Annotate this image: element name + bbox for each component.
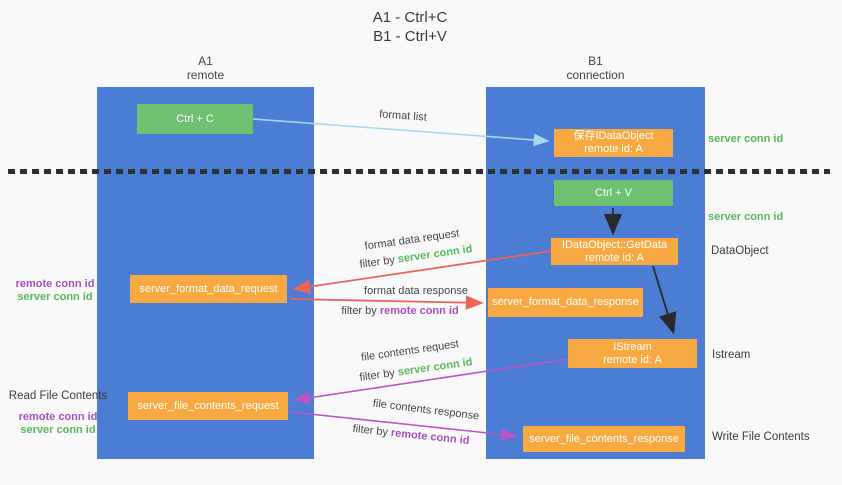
format-data-response-label: format data response <box>364 285 468 297</box>
remote-conn-id-left-2: remote conn id <box>18 411 98 423</box>
left-conn-id-group-2: Read File Contents remote conn id server… <box>0 390 116 437</box>
arrow-format-data-response <box>289 295 484 310</box>
server-format-data-request-box: server_format_data_request <box>130 275 287 303</box>
server-conn-id-right-2: server conn id <box>708 211 784 223</box>
filter-by-remote-conn-id-label-1: filter by remote conn id <box>341 305 458 317</box>
server-conn-id-text: server conn id <box>397 356 474 379</box>
remote-conn-id-text: remote conn id <box>390 426 470 448</box>
server-conn-id-left-1: server conn id <box>17 291 93 303</box>
server-format-data-request-label: server_format_data_request <box>139 282 278 295</box>
ctrl-c-box: Ctrl + C <box>137 104 253 134</box>
column-header-a1: A1 remote <box>97 54 314 82</box>
filter-by-text: filter by <box>341 305 377 317</box>
filter-by-remote-conn-id-label-2: filter by remote conn id <box>352 423 470 447</box>
phase-divider-dashed-line <box>8 169 830 174</box>
istream-line1: IStream <box>613 340 652 353</box>
filter-by-text: filter by <box>352 422 389 439</box>
format-list-label: format list <box>378 108 428 124</box>
server-file-contents-request-label: server_file_contents_request <box>137 399 279 412</box>
istream-line2: remote id: A <box>603 353 662 366</box>
server-conn-id-left-2: server conn id <box>20 424 96 436</box>
left-conn-id-group-1: remote conn id server conn id <box>0 278 110 304</box>
column-a1-subtitle: remote <box>186 68 225 82</box>
ctrl-c-label: Ctrl + C <box>176 112 214 125</box>
ctrl-v-box: Ctrl + V <box>554 180 673 206</box>
server-format-data-response-box: server_format_data_response <box>488 288 643 317</box>
filter-by-text: filter by <box>358 254 396 271</box>
column-a1-name: A1 <box>198 54 213 68</box>
getdata-line2: remote id: A <box>585 251 644 264</box>
column-header-b1: B1 connection <box>486 54 705 82</box>
save-idataobject-line2: remote id: A <box>584 143 643 155</box>
read-file-contents-label: Read File Contents <box>8 390 108 402</box>
column-b1-subtitle: connection <box>566 68 625 82</box>
server-file-contents-response-label: server_file_contents_response <box>529 432 679 445</box>
title-line-2: B1 - Ctrl+V <box>373 28 447 45</box>
dataobject-label: DataObject <box>711 245 769 257</box>
diagram-title: A1 - Ctrl+C B1 - Ctrl+V <box>260 8 560 46</box>
ctrl-v-label: Ctrl + V <box>595 186 632 199</box>
server-format-data-response-label: server_format_data_response <box>492 296 639 308</box>
title-line-1: A1 - Ctrl+C <box>372 9 448 26</box>
save-idataobject-box: 保存IDataObject remote id: A <box>554 129 673 157</box>
filter-by-text: filter by <box>358 367 396 384</box>
server-conn-id-right-1: server conn id <box>708 133 784 145</box>
column-b1-name: B1 <box>588 54 603 68</box>
getdata-line1: IDataObject::GetData <box>561 238 668 251</box>
idataobject-getdata-box: IDataObject::GetData remote id: A <box>551 238 678 265</box>
server-file-contents-response-box: server_file_contents_response <box>523 426 685 452</box>
save-idataobject-line1: 保存IDataObject <box>573 130 654 142</box>
istream-side-label: Istream <box>712 349 751 361</box>
remote-conn-id-left-1: remote conn id <box>15 278 95 290</box>
remote-conn-id-text: remote conn id <box>379 305 459 317</box>
istream-box: IStream remote id: A <box>568 339 697 368</box>
server-file-contents-request-box: server_file_contents_request <box>128 392 288 420</box>
file-contents-response-label: file contents response <box>372 397 480 423</box>
write-file-contents-label: Write File Contents <box>712 431 810 443</box>
